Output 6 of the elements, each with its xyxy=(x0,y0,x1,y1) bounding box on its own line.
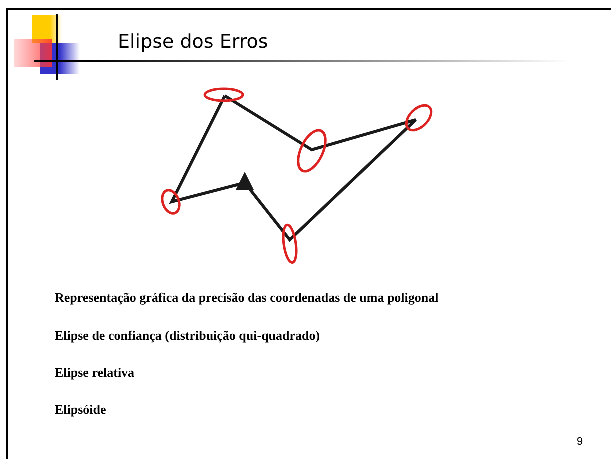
bullet-text: Elipse relativa xyxy=(55,364,135,382)
slide-title: Elipse dos Erros xyxy=(118,30,268,55)
bullet-text: Elipsóide xyxy=(55,401,106,419)
bullet-text: Representação gráfica da precisão das coordenadas de uma poligonal xyxy=(55,289,439,307)
page-number: 9 xyxy=(577,435,584,450)
bullet-text: Elipse de confiança (distribuição qui-quadrado) xyxy=(55,327,320,345)
